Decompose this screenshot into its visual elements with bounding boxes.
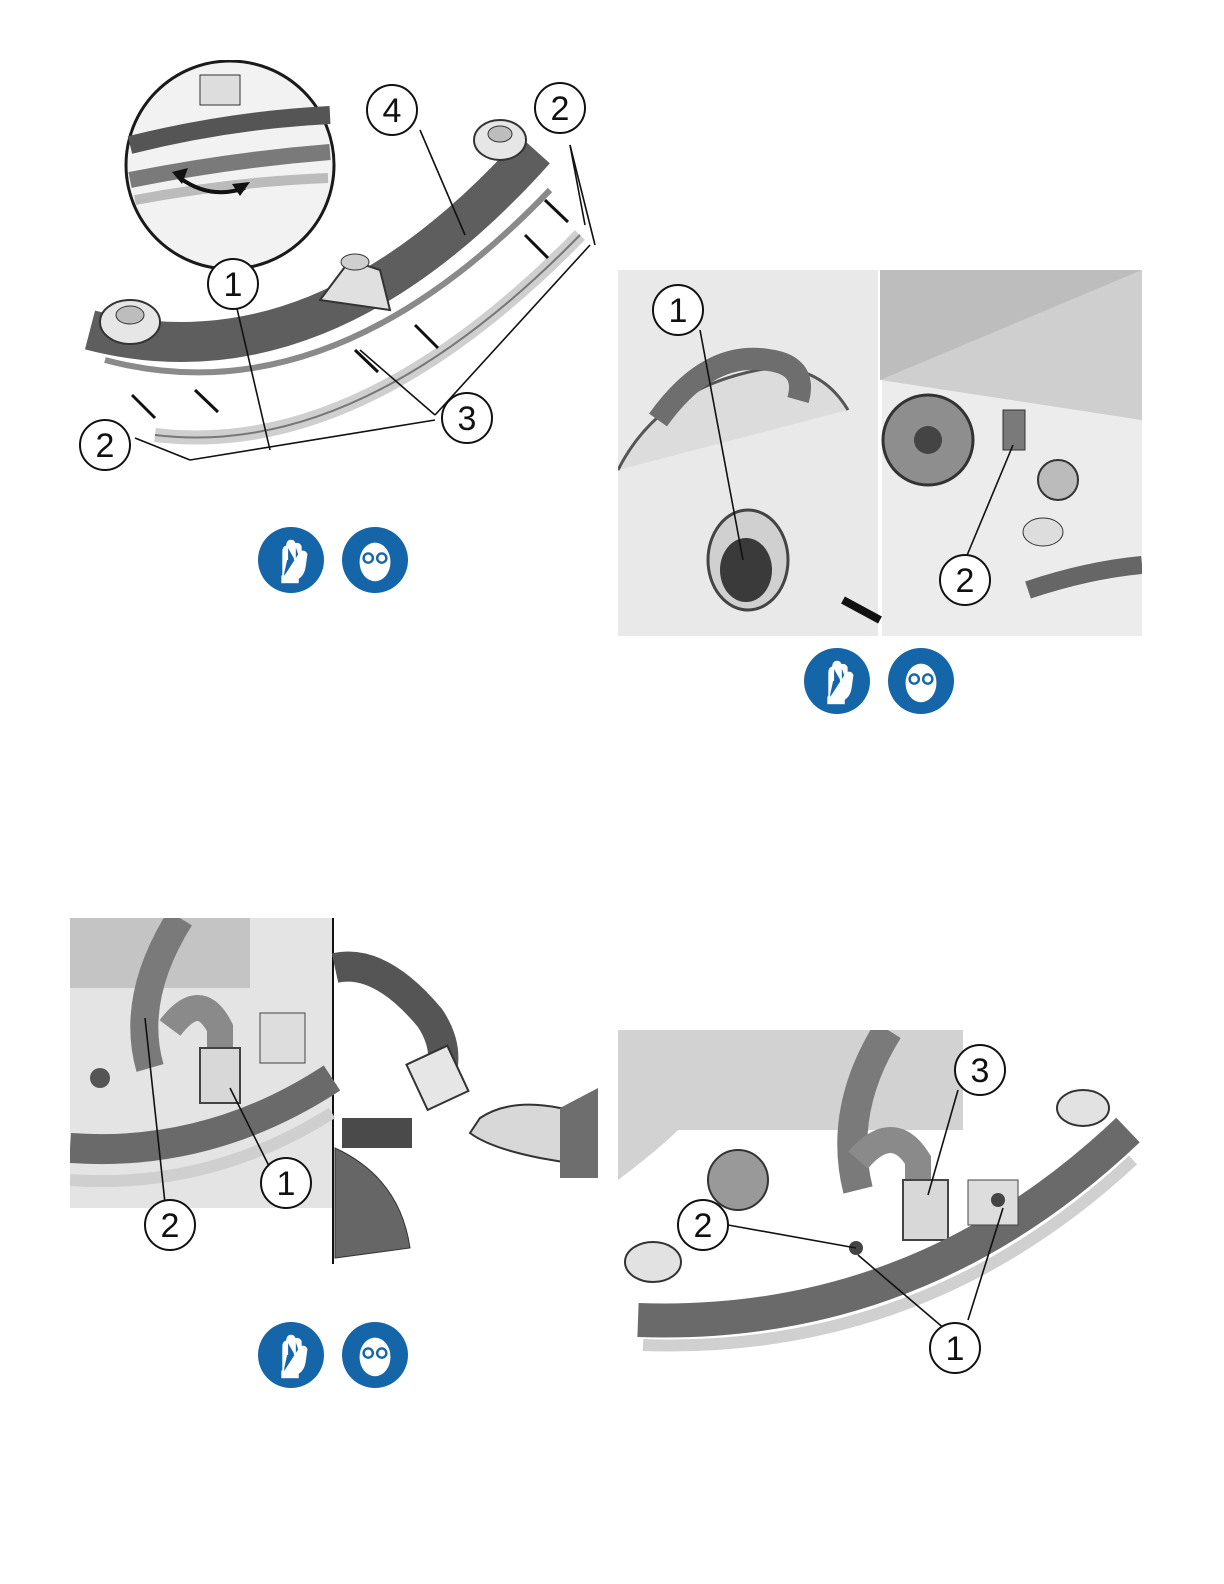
svg-text:2: 2 xyxy=(956,562,975,600)
svg-text:2: 2 xyxy=(551,90,570,128)
figure-squeegee-blades: 1 2 2 3 4 xyxy=(60,60,620,480)
eye-protection-icon xyxy=(342,1322,408,1388)
protective-gloves-icon xyxy=(804,648,870,714)
callout-3: 3 xyxy=(955,1045,1005,1095)
protective-gloves-icon xyxy=(258,1322,324,1388)
svg-text:2: 2 xyxy=(161,1207,180,1245)
detail-zoom-circle xyxy=(126,61,334,269)
callout-2: 2 xyxy=(145,1200,195,1250)
callout-1: 1 xyxy=(930,1323,980,1373)
svg-text:3: 3 xyxy=(458,400,477,438)
svg-text:1: 1 xyxy=(277,1165,296,1203)
svg-text:4: 4 xyxy=(383,92,402,130)
callout-1: 1 xyxy=(208,259,258,309)
callout-2-right: 2 xyxy=(535,83,585,133)
callout-1: 1 xyxy=(653,285,703,335)
eye-protection-icon xyxy=(342,527,408,593)
svg-text:3: 3 xyxy=(971,1052,990,1090)
svg-text:1: 1 xyxy=(946,1330,965,1368)
callout-2-left: 2 xyxy=(80,420,130,470)
figure-squeegee-assembly-removal: 1 2 3 xyxy=(618,1030,1148,1380)
svg-text:1: 1 xyxy=(224,266,243,304)
callout-1: 1 xyxy=(261,1158,311,1208)
figure-squeegee-hose-disconnect: 1 2 xyxy=(70,918,598,1264)
protective-gloves-icon xyxy=(258,527,324,593)
svg-text:2: 2 xyxy=(694,1207,713,1245)
svg-text:2: 2 xyxy=(96,427,115,465)
eye-protection-icon xyxy=(888,648,954,714)
svg-text:1: 1 xyxy=(669,292,688,330)
callout-3: 3 xyxy=(442,393,492,443)
callout-4: 4 xyxy=(367,85,417,135)
callout-2: 2 xyxy=(678,1200,728,1250)
callout-2: 2 xyxy=(940,555,990,605)
figure-recovery-hose-drain: 1 2 xyxy=(618,270,1142,636)
